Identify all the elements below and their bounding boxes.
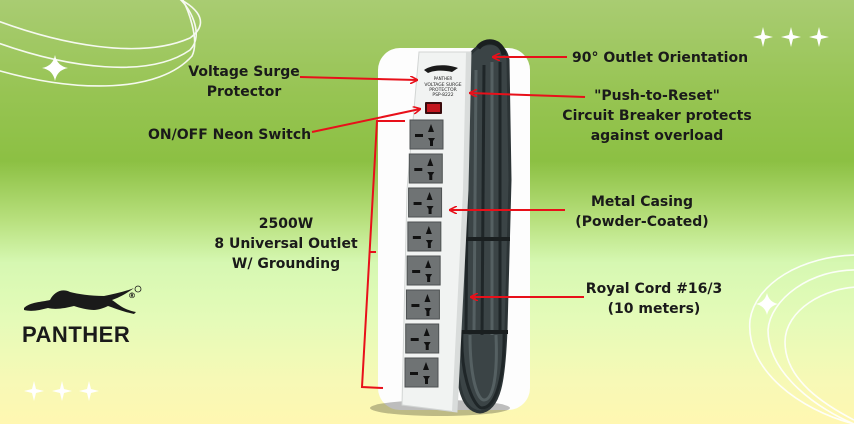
outlet-slot-icon bbox=[428, 124, 434, 132]
ground-pin-icon bbox=[425, 240, 433, 248]
callout-casing: Metal Casing (Powder-Coated) bbox=[575, 194, 709, 230]
outlet-slot-icon bbox=[412, 270, 421, 273]
svg-text:PROTECTOR: PROTECTOR bbox=[429, 87, 457, 93]
outlet-slot-icon bbox=[414, 168, 423, 171]
neon-switch-lamp bbox=[427, 104, 440, 112]
outlet bbox=[408, 187, 443, 218]
ground-pin-icon bbox=[426, 206, 434, 214]
outlet-slot-icon bbox=[427, 158, 434, 166]
callout-cord: Royal Cord #16/3 (10 meters) bbox=[585, 281, 723, 317]
ground-pin-icon bbox=[427, 172, 435, 180]
svg-text:PSP-8222: PSP-8222 bbox=[432, 92, 453, 98]
outlet-slot-icon bbox=[425, 226, 432, 234]
outlet-slot-icon bbox=[411, 304, 420, 307]
outlet-slot-icon bbox=[413, 202, 422, 205]
svg-text:PANTHER: PANTHER bbox=[434, 76, 453, 81]
outlet-face bbox=[408, 187, 443, 218]
svg-text:VOLTAGE SURGE: VOLTAGE SURGE bbox=[424, 82, 461, 88]
ground-pin-icon bbox=[424, 308, 432, 316]
outlet-face bbox=[406, 255, 441, 286]
cable-tie bbox=[458, 330, 508, 334]
callout-neon-switch: ON/OFF Neon Switch bbox=[148, 127, 312, 143]
outlet-slot-icon bbox=[423, 362, 429, 370]
callout-voltage-surge: Voltage Surge Protector bbox=[188, 64, 300, 100]
outlet bbox=[405, 289, 440, 320]
outlet-group bbox=[404, 119, 444, 388]
outlet-slot-icon bbox=[424, 294, 431, 302]
outlet-slot-icon bbox=[423, 328, 430, 336]
outlet bbox=[409, 119, 444, 150]
outlet bbox=[404, 357, 439, 388]
outlet-slot-icon bbox=[426, 192, 433, 200]
ground-pin-icon bbox=[428, 138, 435, 146]
outlet-slot-icon bbox=[412, 236, 421, 239]
ground-pin-icon bbox=[425, 274, 433, 282]
outlet-slot-icon bbox=[410, 372, 418, 375]
callout-circuit-breaker: "Push-to-Reset" Circuit Breaker protects… bbox=[562, 88, 752, 144]
outlet-face bbox=[407, 221, 442, 252]
outlet bbox=[407, 221, 442, 252]
callout-outlets: 2500W 8 Universal Outlet W/ Grounding bbox=[214, 216, 358, 272]
outlet bbox=[408, 153, 443, 184]
cord-bundle bbox=[455, 39, 512, 414]
registered-mark: ® bbox=[128, 291, 136, 300]
outlet-slot-icon bbox=[415, 134, 423, 137]
ground-pin-icon bbox=[423, 342, 431, 350]
outlet-face bbox=[409, 119, 444, 150]
panther-logo-icon bbox=[24, 285, 142, 314]
outlet-slot-icon bbox=[410, 338, 419, 341]
panther-mini-icon bbox=[424, 65, 458, 73]
outlet-face bbox=[404, 357, 439, 388]
brand-name: PANTHER bbox=[22, 322, 131, 347]
outlet-face bbox=[405, 323, 440, 354]
outlet bbox=[406, 255, 441, 286]
brand-label-on-strip: PANTHER VOLTAGE SURGE PROTECTOR PSP-8222 bbox=[424, 65, 462, 98]
outlet-face bbox=[405, 289, 440, 320]
callout-orientation: 90° Outlet Orientation bbox=[572, 50, 749, 66]
ground-pin-icon bbox=[423, 376, 430, 384]
cable-tie bbox=[458, 237, 510, 241]
outlet bbox=[405, 323, 440, 354]
outlet-slot-icon bbox=[425, 260, 432, 268]
outlet-face bbox=[408, 153, 443, 184]
